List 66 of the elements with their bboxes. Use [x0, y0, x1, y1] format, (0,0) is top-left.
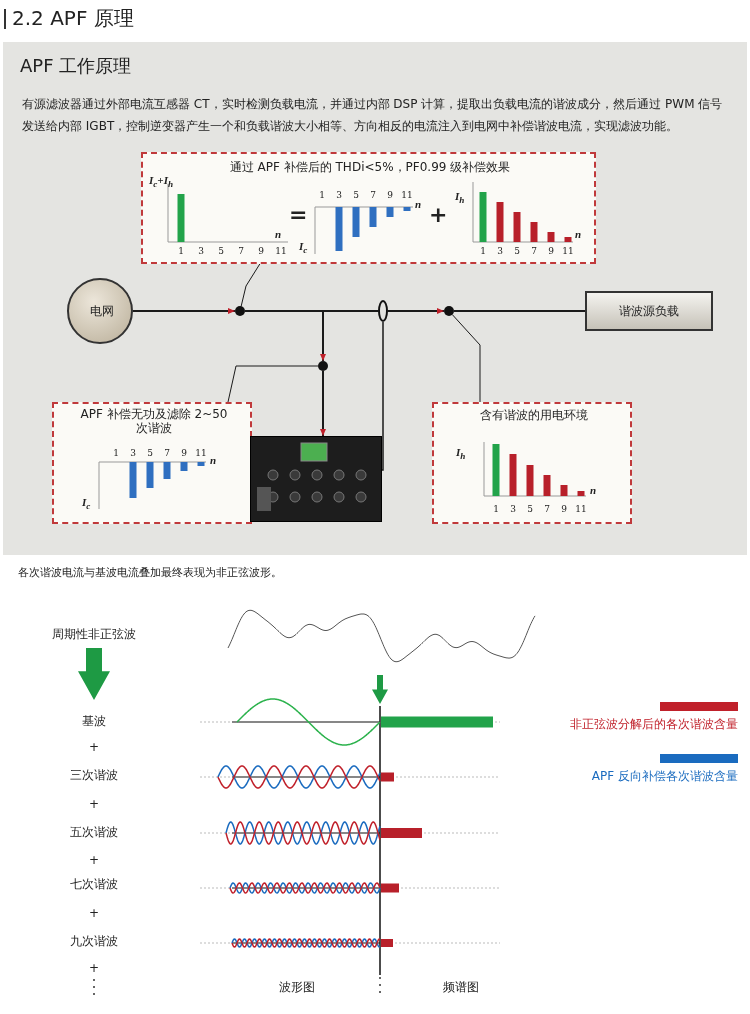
tick-label: 3: [509, 504, 517, 515]
node-label: 谐波源负载: [618, 304, 680, 319]
row-label: 三次谐波: [69, 768, 119, 783]
legend-text: 非正弦波分解后的各次谐波含量: [570, 716, 738, 733]
section-heading: APF 工作原理: [20, 55, 132, 77]
page-title: 2.2 APF 原理: [12, 5, 134, 32]
callout-title: 含有谐波的用电环境: [479, 408, 589, 423]
row-label: 基波: [81, 714, 107, 729]
tick-label: 7: [163, 448, 171, 459]
tick-label: 7: [543, 504, 551, 515]
tick-label: 7: [369, 190, 377, 201]
plus-sign: +: [87, 797, 101, 812]
tick-label: 7: [530, 246, 538, 257]
axis-caption: 频谱图: [442, 980, 480, 995]
row-label: 九次谐波: [69, 934, 119, 949]
plus-sign: +: [87, 961, 101, 976]
tick-label: 5: [352, 190, 360, 201]
tick-label: 11: [574, 504, 588, 515]
tick-label: 5: [513, 246, 521, 257]
plus-sign: +: [87, 906, 101, 921]
tick-label: 9: [257, 246, 265, 257]
row-label: 周期性非正弦波: [51, 627, 137, 642]
operator-sign: =: [289, 202, 308, 229]
description-text: 有源滤波器通过外部电流互感器 CT，实时检测负载电流，并通过内部 DSP 计算，提取出负载电流的谐波成分，然后通过 PWM 信号发送给内部 IGBT，控制逆变器产生一个和负载谐波大小相等、方向相反的电流注入到电网中补偿谐波电流，实现滤波功能。: [22, 96, 724, 135]
axis-label: I$_{c}$: [299, 240, 308, 257]
axis-label: n: [590, 484, 597, 498]
operator-sign: +: [429, 202, 448, 229]
axis-label: n: [275, 228, 282, 242]
axis-caption: 波形图: [278, 980, 316, 995]
tick-label: 3: [197, 246, 205, 257]
plus-sign: +: [87, 740, 101, 755]
tick-label: 9: [180, 448, 188, 459]
axis-label: I$_{c}$: [82, 496, 91, 513]
axis-label: I$_{h}$: [455, 190, 465, 207]
callout-title: 通过 APF 补偿后的 THDi<5%，PF0.99 级补偿效果: [228, 160, 512, 175]
axis-label: n: [210, 454, 217, 468]
tick-label: 1: [177, 246, 185, 257]
tick-label: 3: [496, 246, 504, 257]
tick-label: 1: [492, 504, 500, 515]
tick-label: 11: [274, 246, 288, 257]
caption-text: 各次谐波电流与基波电流叠加最终表现为非正弦波形。: [18, 566, 282, 580]
tick-label: 5: [146, 448, 154, 459]
axis-label: n: [575, 228, 582, 242]
tick-label: 1: [318, 190, 326, 201]
callout-title: APF 补偿无功及滤除 2~50 次谐波: [79, 407, 229, 436]
tick-label: 11: [561, 246, 575, 257]
axis-label: n: [415, 198, 422, 212]
tick-label: 7: [237, 246, 245, 257]
tick-label: 5: [217, 246, 225, 257]
tick-label: 11: [400, 190, 414, 201]
row-label: 七次谐波: [69, 877, 119, 892]
tick-label: 3: [129, 448, 137, 459]
legend-text: APF 反向补偿各次谐波含量: [591, 768, 738, 785]
tick-label: 1: [112, 448, 120, 459]
node-label: 电网: [89, 304, 115, 319]
tick-label: 5: [526, 504, 534, 515]
tick-label: 1: [479, 246, 487, 257]
tick-label: 11: [194, 448, 208, 459]
row-label: 五次谐波: [69, 825, 119, 840]
tick-label: 3: [335, 190, 343, 201]
axis-label: I$_{h}$: [456, 446, 466, 463]
plus-sign: +: [87, 853, 101, 868]
tick-label: 9: [386, 190, 394, 201]
tick-label: 9: [560, 504, 568, 515]
tick-label: 9: [547, 246, 555, 257]
axis-label: I$_{c}$+I$_{h}$: [149, 174, 173, 191]
